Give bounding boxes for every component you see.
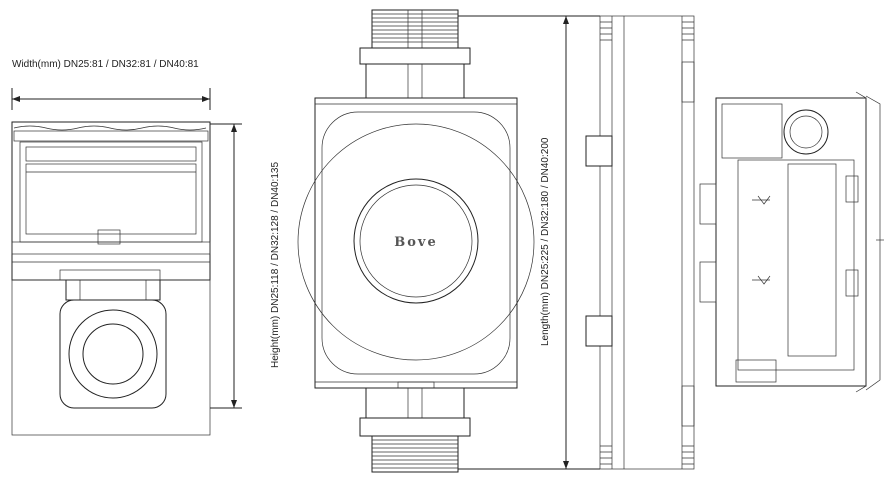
height-arrow-bottom <box>231 400 237 408</box>
bottom-nut <box>359 417 471 437</box>
side-bounding-frame <box>11 279 211 436</box>
top-nut <box>359 47 471 65</box>
side-lower-rim <box>11 241 211 255</box>
length-arrow-bottom <box>563 461 569 469</box>
top-view: Bove Length(mm) DN25:225 / DN32:180 / DN… <box>297 9 600 473</box>
pipe-thread-bottom <box>600 445 694 465</box>
top-lid-ring <box>297 123 535 361</box>
side-view: Width(mm) DN25:81 / DN32:81 / DN40:81 <box>11 59 281 436</box>
top-collar <box>365 63 465 99</box>
side-body-outline <box>11 121 211 281</box>
end-sensor-outer <box>783 109 829 155</box>
end-cover-edge <box>855 91 867 393</box>
top-dial-inner <box>359 184 473 298</box>
end-side-lug-top <box>699 183 717 225</box>
end-sensor-inner <box>789 115 823 149</box>
pipe-lug-top <box>585 135 613 167</box>
bottom-thread <box>371 435 459 473</box>
end-clip-top <box>757 195 771 205</box>
pipe-elevation <box>585 15 695 470</box>
pipe-thread-top <box>600 21 694 41</box>
end-clip-bottom <box>757 275 771 285</box>
side-display-window <box>25 146 197 162</box>
top-cover-plate <box>321 111 511 375</box>
end-outer-shell <box>865 95 881 391</box>
end-section-view <box>699 91 884 393</box>
end-register-frame <box>737 159 855 371</box>
side-seal-tab <box>97 229 121 245</box>
side-inner-frame <box>25 163 197 235</box>
length-dimension-label: Length(mm) DN25:225 / DN32:180 / DN40:20… <box>540 137 551 346</box>
brand-logo-text: Bove <box>394 235 437 250</box>
length-arrow-top <box>563 16 569 24</box>
end-side-lug-bottom <box>699 261 717 303</box>
pipe-outline <box>599 15 695 470</box>
top-dial-outer <box>353 178 479 304</box>
width-arrow-left <box>12 96 20 102</box>
width-arrow-right <box>202 96 210 102</box>
height-arrow-top <box>231 124 237 132</box>
end-gear-plate <box>787 163 837 357</box>
side-top-band <box>13 130 209 142</box>
width-dimension-label: Width(mm) DN25:81 / DN32:81 / DN40:81 <box>12 59 199 70</box>
pipe-lug-bottom <box>585 315 613 347</box>
bottom-collar <box>365 387 465 419</box>
end-upper-box <box>721 103 783 159</box>
side-top-texture <box>13 125 207 131</box>
height-dimension-label: Height(mm) DN25:118 / DN32:128 / DN40:13… <box>270 162 281 368</box>
side-pipe-bore <box>82 323 144 385</box>
